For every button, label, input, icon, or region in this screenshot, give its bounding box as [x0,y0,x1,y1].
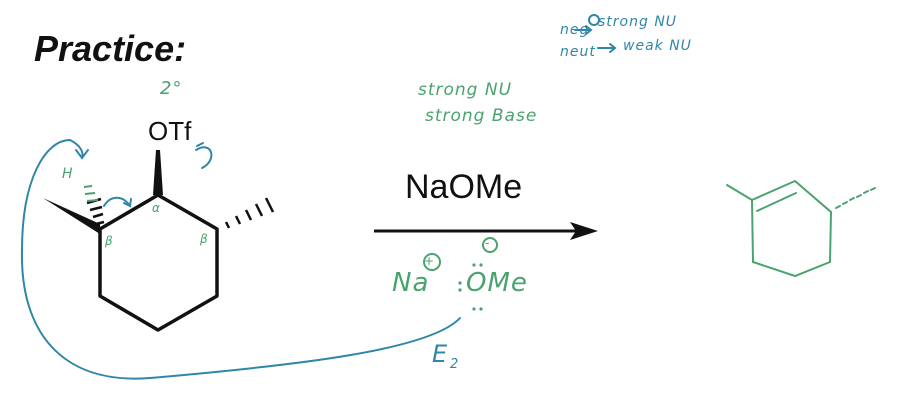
cation-label: Na [392,268,430,298]
cyclohexane-ring [98,193,219,332]
anion-charge: - [485,236,491,250]
anion-label: OMe [466,268,528,298]
hashed-bond-methyl-right [224,197,275,229]
note-neg-rhs: strong NU [598,14,678,30]
charge-circles [423,237,498,271]
carbon-degree-label: 2° [160,78,183,99]
reagent-label: NaOMe [405,168,523,206]
note-strong-base: strong Base [425,106,538,126]
h-label: H [62,166,74,182]
h-hash-marks [83,185,99,202]
mechanism-label: E [432,340,449,368]
wedge-bond-methyl-left [43,198,100,234]
reaction-arrow [374,222,598,240]
cation-charge: + [424,254,436,268]
mechanism-arrows [20,14,617,380]
page-title: Practice: [34,28,187,69]
wedge-bond-otf [153,150,163,195]
beta-label-left: β [105,234,114,248]
note-neut-lhs: neut [560,44,596,60]
alpha-label: α [152,201,161,215]
beta-label-right: β [200,232,209,246]
mechanism-subscript: 2 [450,357,460,372]
note-neg-lhs: neg [560,22,590,38]
lone-pair-dots [458,263,483,311]
leaving-group-label: OTf [148,116,192,146]
note-strong-nu: strong NU [418,80,513,100]
note-neut-rhs: weak NU [623,38,692,54]
product-cyclohexene [726,179,876,278]
